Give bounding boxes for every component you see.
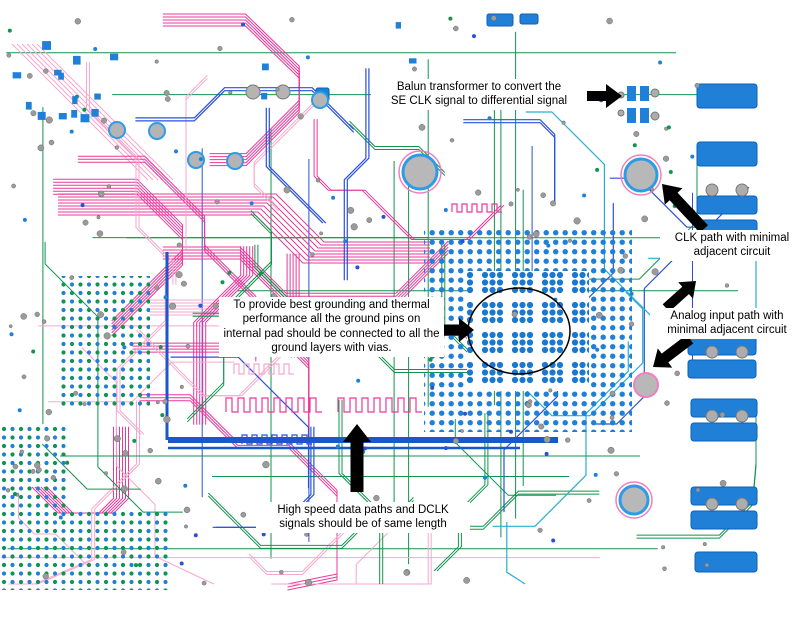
annotation-arrows: [343, 84, 708, 492]
annotation-highspeed-label: High speed data paths and DCLK signals s…: [256, 502, 470, 533]
via-array-left: [58, 276, 150, 406]
annotation-analog-label: Analog input path with minimal adjacent …: [650, 308, 804, 339]
right-edge-pads: [315, 13, 758, 573]
right-round-pads: [705, 183, 749, 511]
clk-arrow-icon: [662, 184, 708, 233]
via-array-bottom-left: [0, 424, 66, 590]
ground-arrow-icon: [438, 318, 474, 342]
annotation-ground-label: To provide best grounding and thermal pe…: [219, 297, 444, 357]
balun-arrow-icon: [572, 84, 622, 108]
analog-arrow-up-icon: [662, 281, 696, 312]
large-round-pads: [108, 84, 662, 519]
via-array-bottom: [68, 508, 172, 590]
highspeed-arrow-icon: [343, 424, 371, 492]
bga-thermal-via-clusters: [467, 271, 589, 391]
annotation-balun-label: Balun transformer to convert the SE CLK …: [371, 79, 587, 110]
annotation-clk-label: CLK path with minimal adjacent circuit: [660, 230, 804, 261]
analog-arrow-down-icon: [653, 334, 694, 368]
